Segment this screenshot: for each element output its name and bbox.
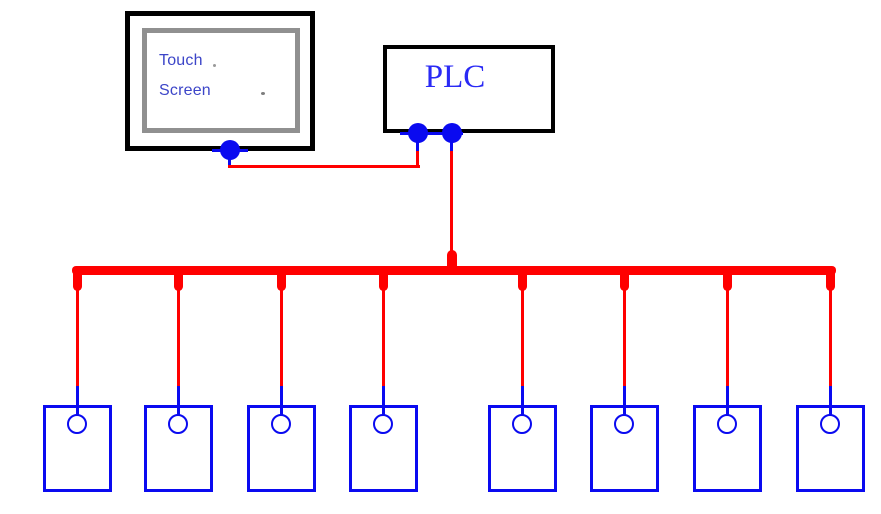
touch-screen-label-line2: Screen (159, 82, 211, 99)
device-port-circle (614, 414, 634, 434)
bus-drop-stub (173, 272, 183, 291)
drop-wire-red (75, 289, 79, 387)
drop-wire-red (725, 289, 729, 387)
bus-bar (72, 266, 836, 275)
drop-wire-blue (725, 386, 729, 416)
bus-drop-stub (722, 272, 732, 291)
wire-plc-left-drop (416, 151, 419, 168)
bus-feed-connector (447, 250, 457, 272)
device-port-circle (820, 414, 840, 434)
drop-wire-red (279, 289, 283, 387)
artifact-dot (213, 64, 216, 67)
drop-wire-blue (828, 386, 832, 416)
drop-wire-red (828, 289, 832, 387)
wire-touchscreen-to-plc (228, 165, 420, 168)
touch-screen-label: Touch Screen (159, 46, 211, 106)
touch-screen-label-line1: Touch (159, 52, 203, 69)
device-port-circle (271, 414, 291, 434)
drop-wire-blue (75, 386, 79, 416)
device-port-circle (373, 414, 393, 434)
bus-drop-stub (619, 272, 629, 291)
plc-port-line (400, 131, 463, 135)
artifact-dot (261, 92, 265, 95)
drop-wire-red (622, 289, 626, 387)
drop-wire-red (520, 289, 524, 387)
bus-drop-stub (378, 272, 388, 291)
drop-wire-red (381, 289, 385, 387)
drop-wire-blue (622, 386, 626, 416)
plc-right-port-stub (450, 133, 453, 152)
device-port-circle (717, 414, 737, 434)
drop-wire-blue (520, 386, 524, 416)
device-port-circle (512, 414, 532, 434)
plc-label: PLC (424, 59, 486, 95)
touch-screen-display-frame (142, 28, 300, 133)
device-port-circle (168, 414, 188, 434)
device-port-circle (67, 414, 87, 434)
bus-drop-stub (72, 272, 82, 291)
wire-plc-to-bus (450, 151, 453, 252)
drop-wire-blue (176, 386, 180, 416)
bus-drop-stub (276, 272, 286, 291)
touch-screen-wire-stub (228, 150, 231, 167)
drop-wire-blue (381, 386, 385, 416)
bus-drop-stub (517, 272, 527, 291)
plc-node (383, 45, 555, 133)
bus-drop-stub (825, 272, 835, 291)
plc-left-port-stub (416, 133, 419, 152)
drop-wire-blue (279, 386, 283, 416)
drop-wire-red (176, 289, 180, 387)
